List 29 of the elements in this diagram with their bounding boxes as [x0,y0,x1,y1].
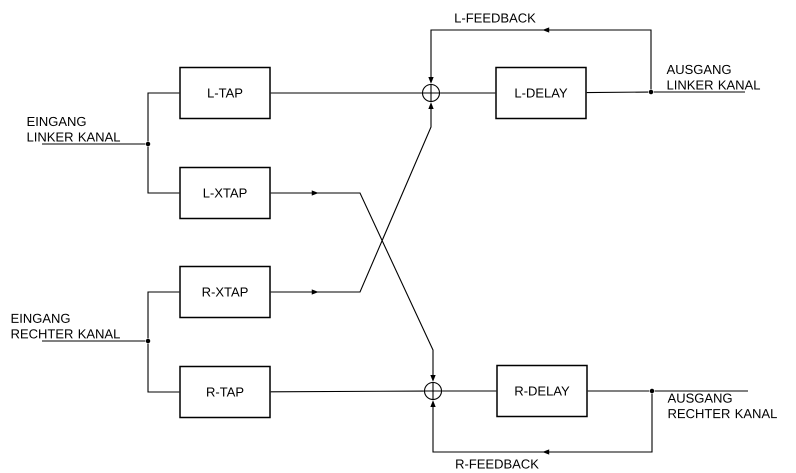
signal-line [42,143,146,145]
signal-line [654,390,748,392]
signal-line [586,91,648,94]
edge-label: R-FEEDBACK [454,458,540,470]
port-label: EINGANG LINKER KANAL [28,116,120,142]
edge-label: L-FEEDBACK [453,12,537,24]
port-label: AUSGANG LINKER KANAL [666,64,760,90]
signal-line [147,291,180,338]
signal-line [442,390,496,392]
signal-line [440,92,496,94]
signal-line [588,390,650,392]
process-box: L-DELAY [495,66,587,120]
process-box: R-DELAY [496,364,588,418]
arrow [430,394,653,455]
signal-line [270,92,422,94]
signal-line [42,340,146,342]
process-box: L-XTAP [179,166,271,220]
summing-junction [424,382,442,400]
port-label: EINGANG RECHTER KANAL [12,314,120,338]
signal-line [654,91,745,93]
signal-line [147,146,180,194]
port-label: AUSGANG RECHTER KANAL [668,394,777,418]
signal-line [147,92,180,142]
process-box: R-XTAP [179,266,271,318]
signal-line [270,390,424,392]
summing-junction [422,84,440,102]
process-box: R-TAP [179,366,271,418]
process-box: L-TAP [179,66,271,120]
signal-line [147,344,180,393]
